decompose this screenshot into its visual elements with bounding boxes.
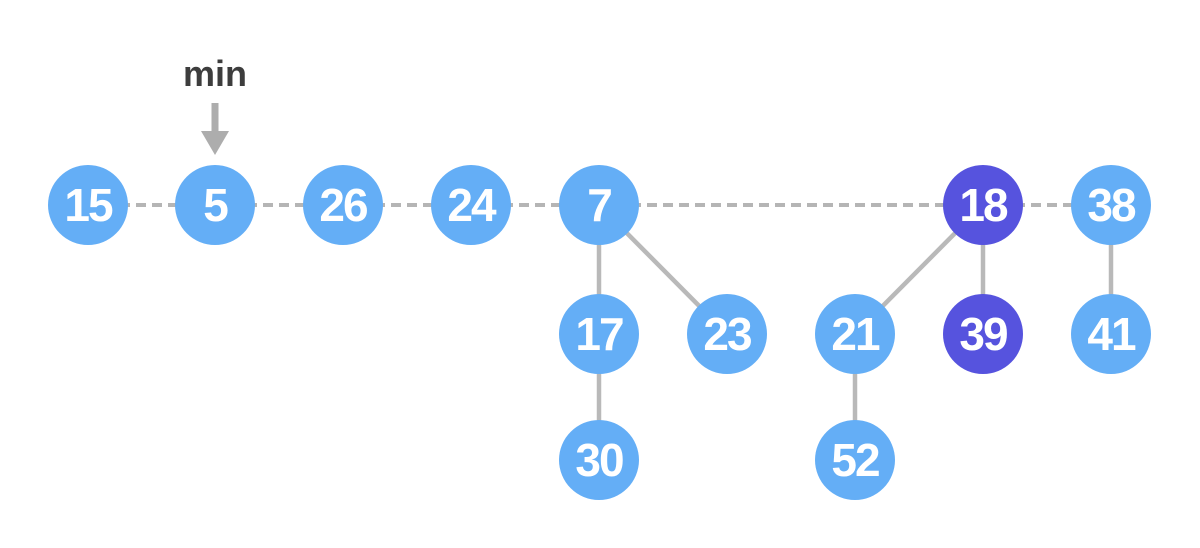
heap-node-41: 41 (1071, 294, 1151, 374)
heap-node-26: 26 (303, 165, 383, 245)
heap-node-39: 39 (943, 294, 1023, 374)
heap-node-5: 5 (175, 165, 255, 245)
heap-node-24: 24 (431, 165, 511, 245)
heap-node-38: 38 (1071, 165, 1151, 245)
heap-node-18: 18 (943, 165, 1023, 245)
min-pointer-label: min (182, 53, 248, 94)
heap-node-17: 17 (559, 294, 639, 374)
heap-node-30: 30 (559, 420, 639, 500)
min-pointer-arrow-icon (201, 131, 229, 155)
heap-node-7: 7 (559, 165, 639, 245)
heap-node-23: 23 (687, 294, 767, 374)
heap-node-15: 15 (48, 165, 128, 245)
heap-node-21: 21 (815, 294, 895, 374)
heap-node-52: 52 (815, 420, 895, 500)
